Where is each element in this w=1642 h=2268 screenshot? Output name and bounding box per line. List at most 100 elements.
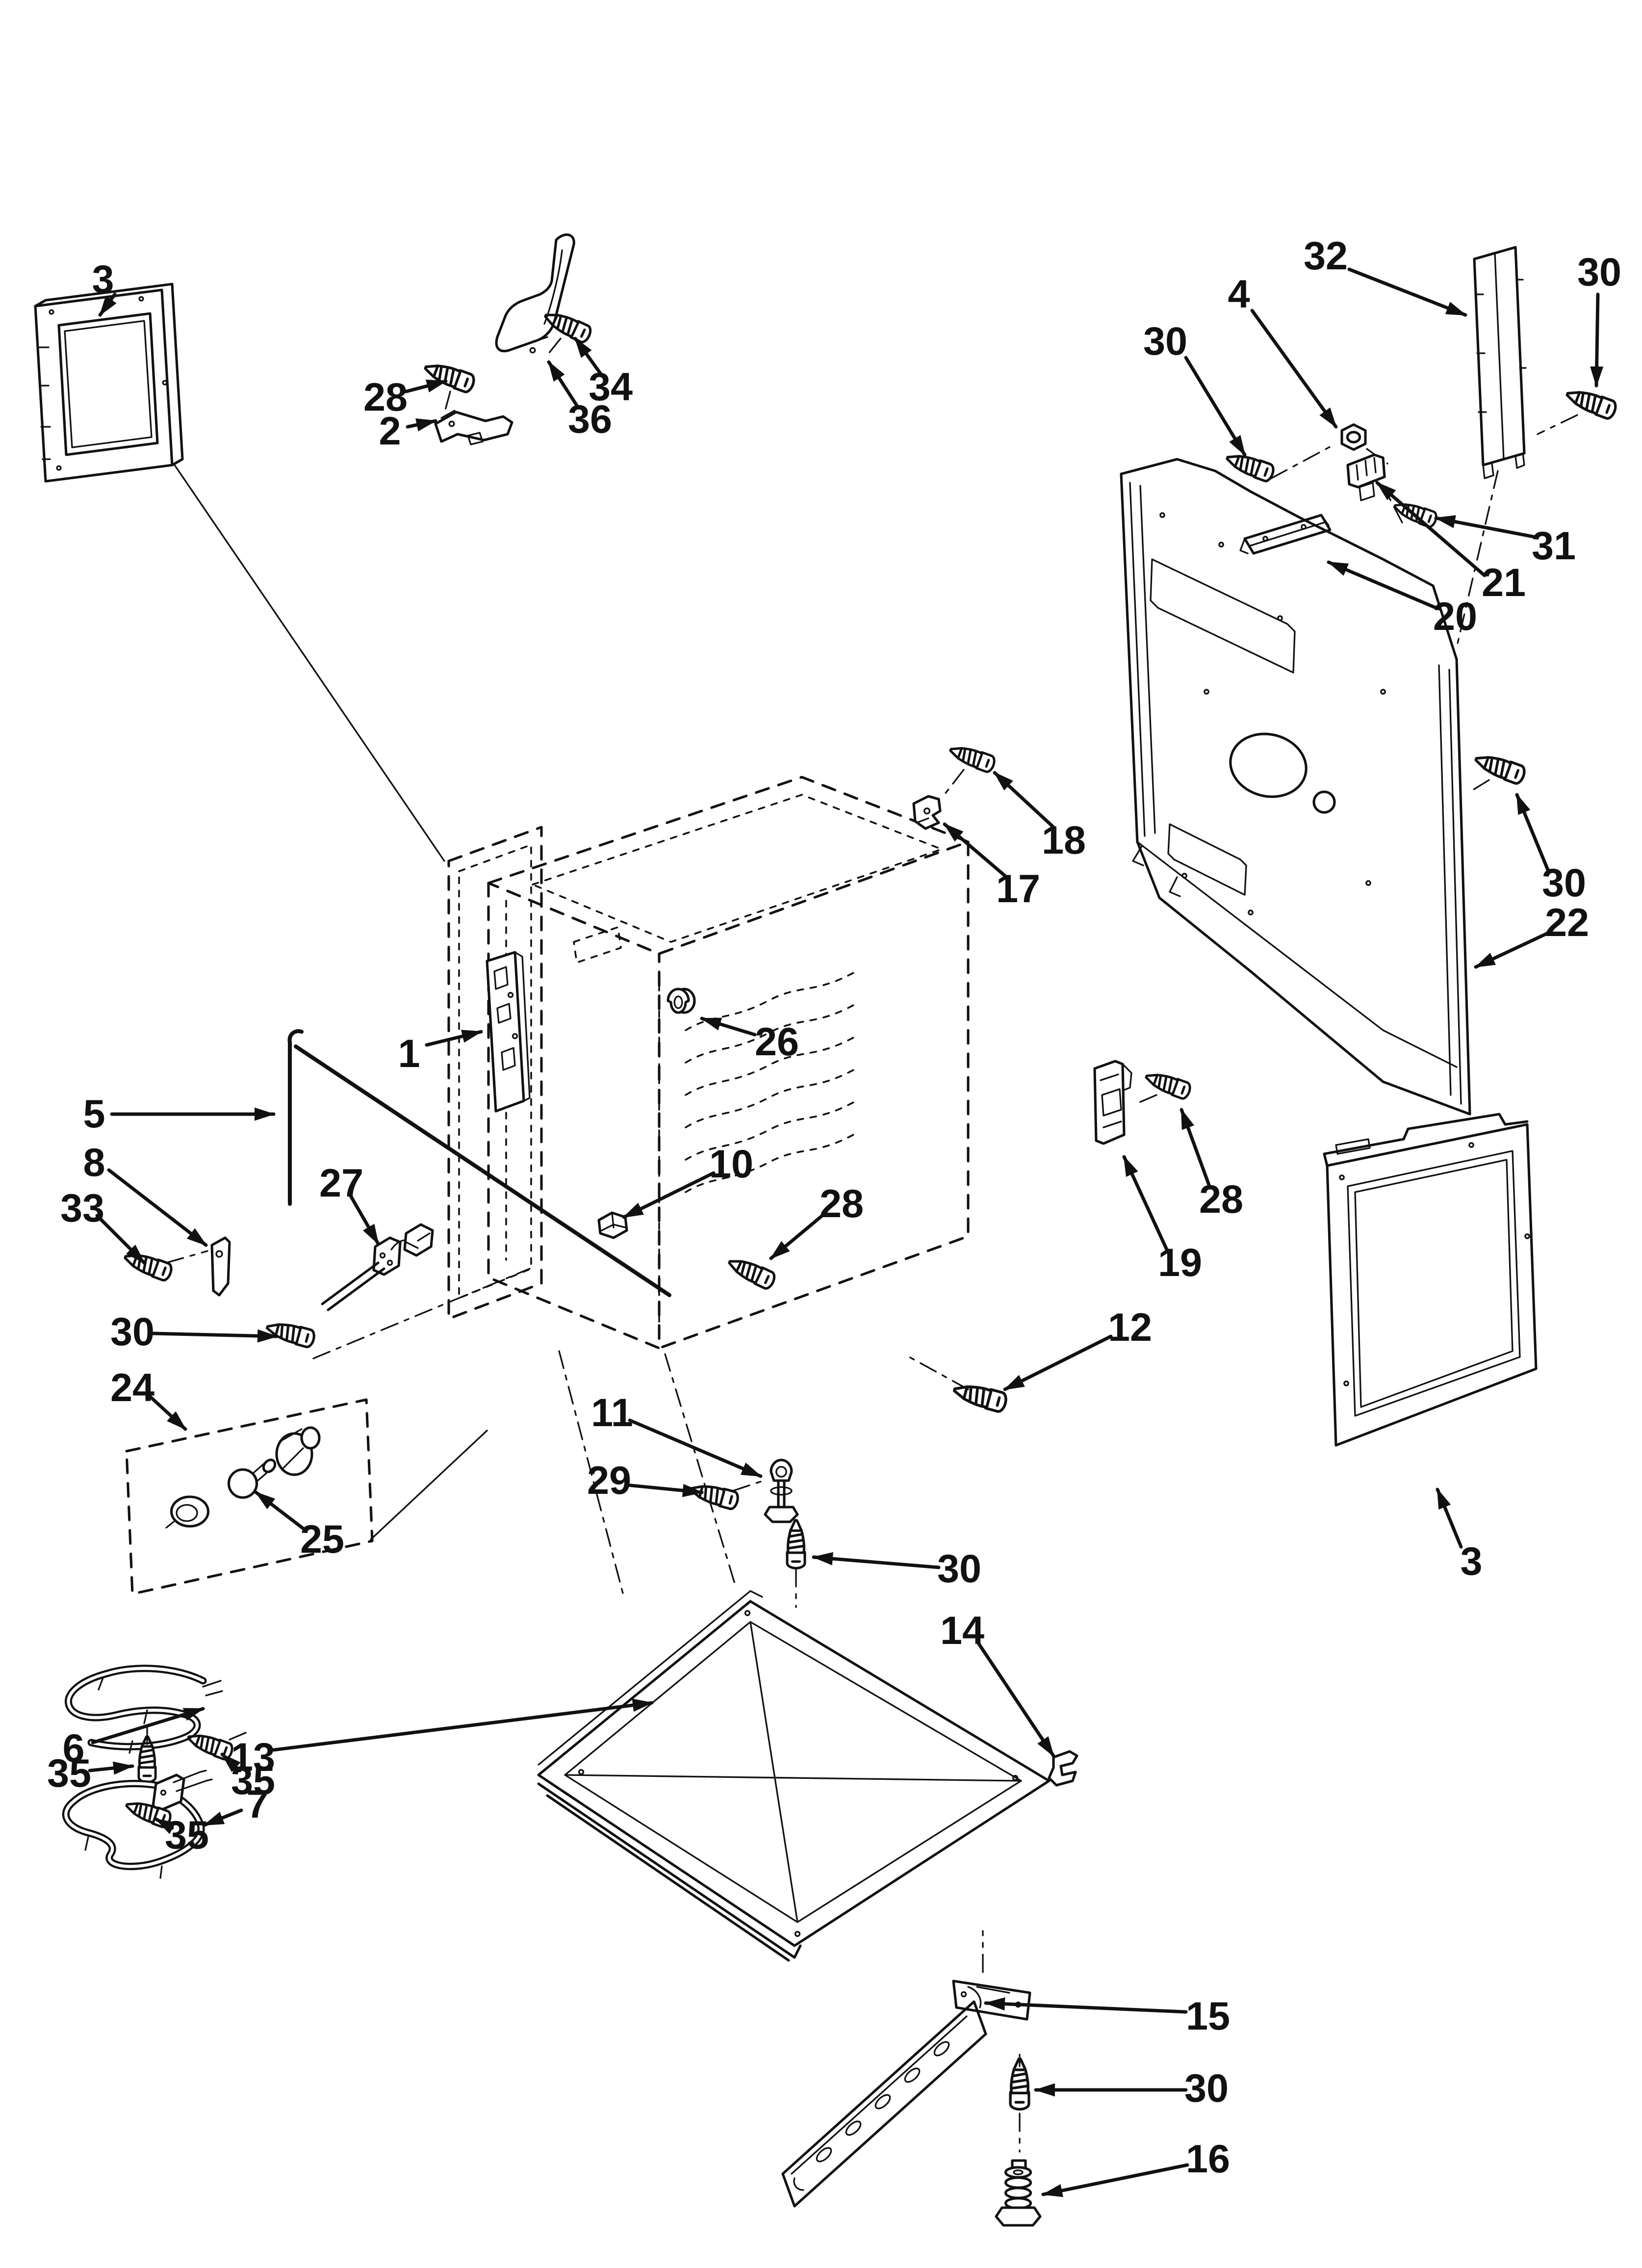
callout-number: 5 bbox=[83, 1092, 105, 1136]
part-trim-wire-5 bbox=[287, 1029, 672, 1298]
callout-20-11: 20 bbox=[1327, 560, 1477, 639]
part-door-latch-1 bbox=[486, 951, 531, 1113]
callout-number: 6 bbox=[62, 1726, 84, 1771]
callout-arrow bbox=[1436, 1487, 1463, 1549]
axis-line bbox=[146, 1724, 251, 1745]
callout-arrow bbox=[1347, 267, 1467, 317]
axis-line bbox=[165, 1250, 208, 1264]
callout-arrow bbox=[1180, 1108, 1211, 1188]
screw-30-top-right bbox=[1564, 386, 1617, 420]
callout-arrow bbox=[573, 337, 604, 377]
part-switch-bracket-19 bbox=[1093, 1060, 1132, 1145]
callout-35-39: 35 bbox=[154, 1813, 209, 1857]
callout-number: 34 bbox=[589, 365, 633, 409]
callout-26-16: 26 bbox=[700, 1017, 799, 1064]
axis-line bbox=[1469, 779, 1490, 793]
callout-number: 10 bbox=[709, 1142, 753, 1186]
screw-28-top bbox=[422, 359, 476, 394]
part-leveling-leg-16 bbox=[995, 2159, 1042, 2227]
callout-number: 28 bbox=[1199, 1177, 1243, 1222]
callout-10-25: 10 bbox=[622, 1142, 753, 1219]
callout-7-38: 7 bbox=[203, 1782, 269, 1827]
callout-25-24: 25 bbox=[254, 1490, 344, 1562]
callout-30-12: 30 bbox=[1515, 793, 1586, 905]
part-lens-disc bbox=[165, 1495, 210, 1529]
callout-arrow bbox=[1003, 1334, 1113, 1391]
callout-number: 35 bbox=[231, 1759, 275, 1803]
callout-arrow bbox=[91, 1707, 205, 1745]
callout-number: 7 bbox=[246, 1782, 268, 1826]
callout-35-36: 35 bbox=[47, 1751, 134, 1796]
callout-32-5: 32 bbox=[1304, 234, 1467, 317]
axis-line bbox=[982, 1930, 1021, 2153]
callout-arrow bbox=[1250, 309, 1338, 429]
callout-19-28: 19 bbox=[1122, 1155, 1202, 1285]
parts-artwork bbox=[34, 233, 1617, 2227]
callout-arrow bbox=[622, 1171, 716, 1219]
axis-line bbox=[908, 1356, 969, 1390]
screw-30-rear-panel bbox=[1473, 751, 1526, 785]
callout-28-29: 28 bbox=[1180, 1108, 1243, 1222]
callout-18-14: 18 bbox=[993, 771, 1086, 862]
callout-2-2: 2 bbox=[379, 409, 437, 453]
part-rear-panel-22 bbox=[1120, 458, 1471, 1116]
part-support-strip-8 bbox=[210, 1236, 231, 1297]
callout-35-37: 35 bbox=[220, 1752, 275, 1803]
callout-arrow bbox=[993, 771, 1055, 829]
callout-number: 3 bbox=[1460, 1539, 1482, 1584]
callout-number: 32 bbox=[1304, 234, 1348, 278]
callout-28-1: 28 bbox=[363, 375, 448, 419]
callout-27-21: 27 bbox=[319, 1161, 380, 1246]
callout-13-34: 13 bbox=[231, 1698, 654, 1779]
part-support-rail-15 bbox=[781, 1980, 1031, 2208]
callout-arrow bbox=[547, 360, 580, 410]
callout-arrow bbox=[1515, 793, 1550, 872]
callout-arrow bbox=[406, 418, 437, 432]
callout-number: 30 bbox=[1184, 2066, 1229, 2111]
callout-4-7: 4 bbox=[1228, 272, 1338, 429]
axis-line bbox=[942, 769, 965, 797]
callout-number: 16 bbox=[1186, 2137, 1230, 2181]
callout-24-23: 24 bbox=[110, 1366, 187, 1431]
callout-arrow bbox=[984, 1997, 1188, 2014]
callout-number: 18 bbox=[1042, 818, 1086, 862]
callout-34-3: 34 bbox=[573, 337, 633, 409]
part-oven-sensor-27 bbox=[321, 1223, 434, 1311]
part-cavity-roller-26 bbox=[667, 988, 696, 1014]
callout-arrow bbox=[107, 1168, 208, 1247]
callout-number: 35 bbox=[165, 1813, 209, 1857]
screw-33 bbox=[122, 1249, 173, 1282]
callout-28-26: 28 bbox=[769, 1182, 864, 1260]
callout-number: 30 bbox=[1143, 319, 1187, 364]
callout-number: 14 bbox=[940, 1609, 984, 1653]
callout-number: 28 bbox=[363, 375, 408, 419]
callout-arrow bbox=[625, 1483, 704, 1497]
callout-arrow bbox=[700, 1017, 757, 1037]
callout-8-19: 8 bbox=[83, 1141, 208, 1247]
callout-21-10: 21 bbox=[1375, 481, 1526, 605]
callout-number: 1 bbox=[398, 1032, 420, 1076]
part-spacer-nut-4 bbox=[1342, 425, 1365, 450]
part-knob-bezel-box-24 bbox=[125, 1398, 374, 1595]
axis-line bbox=[1384, 488, 1403, 523]
part-cavity-clip-10 bbox=[597, 1211, 628, 1239]
callout-number: 21 bbox=[1482, 561, 1526, 605]
callout-30-6: 30 bbox=[1577, 250, 1621, 388]
callout-number: 31 bbox=[1532, 524, 1576, 568]
callout-11-30: 11 bbox=[591, 1391, 763, 1478]
axis-line bbox=[443, 391, 451, 415]
callout-16-42: 16 bbox=[1041, 2137, 1230, 2197]
callout-arrow bbox=[1184, 356, 1247, 457]
axis-line bbox=[1537, 414, 1578, 435]
callout-arrow bbox=[1041, 2163, 1189, 2197]
callout-number: 30 bbox=[1542, 861, 1586, 905]
callout-22-13: 22 bbox=[1474, 901, 1589, 969]
part-broil-element-6 bbox=[65, 1665, 223, 1754]
callout-number: 17 bbox=[996, 867, 1040, 911]
callout-number: 36 bbox=[568, 397, 612, 442]
part-hinge-bracket-2 bbox=[434, 410, 513, 445]
callout-arrow bbox=[254, 1490, 308, 1533]
callout-number: 11 bbox=[591, 1391, 633, 1435]
part-trim-arm-36 bbox=[495, 233, 575, 354]
